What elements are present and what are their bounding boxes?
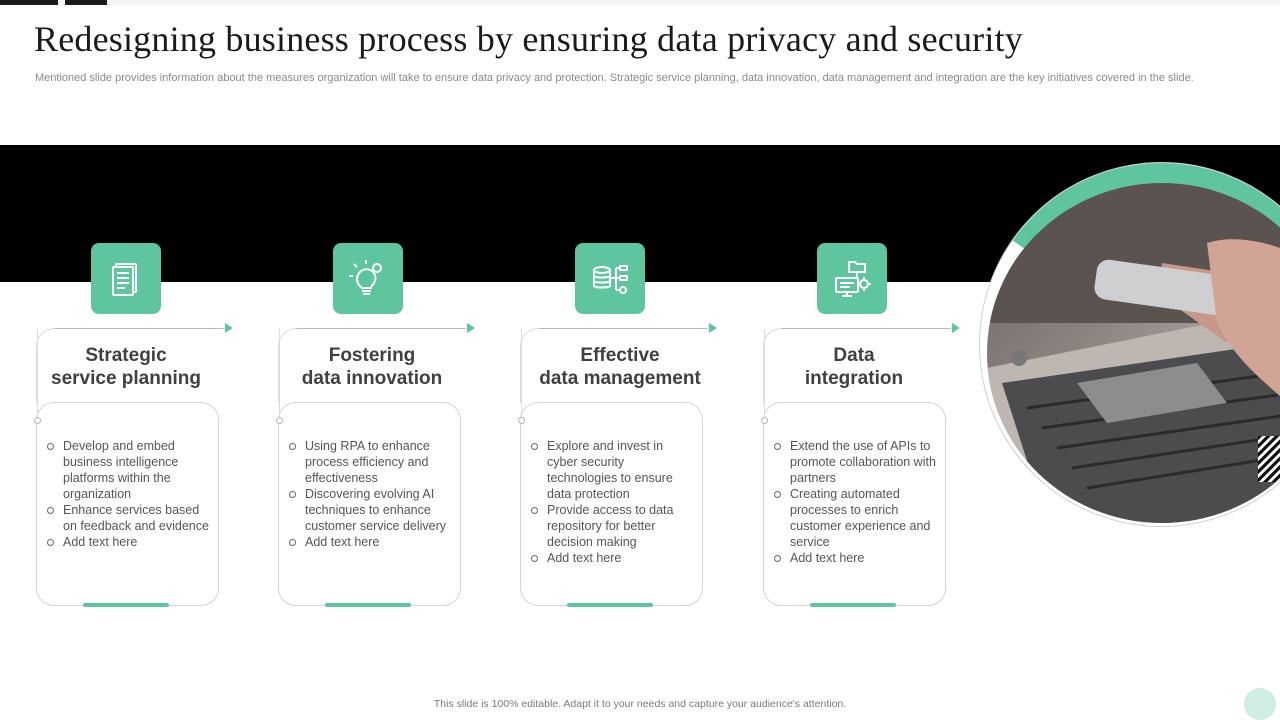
card-side-line — [521, 329, 522, 417]
bullet-list: Develop and embed business intelligence … — [47, 438, 210, 550]
footer-note: This slide is 100% editable. Adapt it to… — [433, 698, 847, 710]
card-dot — [276, 417, 283, 424]
list-item: Using RPA to enhance process efficiency … — [289, 438, 452, 486]
page-title: Redesigning business process by ensuring… — [34, 19, 1023, 59]
top-bar — [0, 0, 1280, 5]
card-title-line: Strategic — [85, 345, 167, 366]
card-title-line: service planning — [51, 368, 201, 389]
bullet-list: Using RPA to enhance process efficiency … — [289, 438, 452, 550]
arrow-icon — [467, 323, 475, 333]
database-network-icon — [575, 243, 645, 314]
arrow-icon — [952, 323, 960, 333]
card-side-line — [37, 329, 38, 417]
card-title-line: integration — [804, 368, 904, 389]
card-dot — [34, 417, 41, 424]
card-header: Effective data management — [520, 323, 717, 403]
arrow-icon — [225, 323, 233, 333]
laptop-phone-photo — [987, 183, 1280, 523]
card-header: Fostering data innovation — [278, 323, 475, 403]
list-item[interactable]: Add text here — [531, 550, 694, 566]
top-bar-segment — [65, 0, 107, 5]
list-item[interactable]: Add text here — [289, 534, 452, 550]
page-subtitle: Mentioned slide provides information abo… — [35, 72, 1194, 84]
card-title: Fostering data innovation — [283, 344, 461, 390]
accent-bar — [325, 603, 411, 607]
list-item[interactable]: Add text here — [47, 534, 210, 550]
list-item: Develop and embed business intelligence … — [47, 438, 210, 502]
list-item: Provide access to data repository for be… — [531, 502, 694, 550]
card-body: Extend the use of APIs to promote collab… — [761, 329, 946, 607]
card-header: Data integration — [763, 323, 960, 403]
arrow-icon — [709, 323, 717, 333]
card-title: Data integration — [765, 344, 943, 390]
accent-bar — [83, 603, 169, 607]
list-item: Explore and invest in cyber security tec… — [531, 438, 694, 502]
card-side-line — [764, 329, 765, 417]
document-list-icon — [91, 243, 161, 314]
accent-bar — [810, 603, 896, 607]
list-item: Discovering evolving AI techniques to en… — [289, 486, 452, 534]
bullet-list: Explore and invest in cyber security tec… — [531, 438, 694, 566]
connector-line — [782, 328, 950, 329]
list-item[interactable]: Add text here — [774, 550, 937, 566]
card-body: Develop and embed business intelligence … — [34, 329, 219, 607]
connector-line — [297, 328, 465, 329]
accent-bar — [567, 603, 653, 607]
card-dot — [761, 417, 768, 424]
card-title: Effective data management — [531, 344, 709, 390]
list-item: Extend the use of APIs to promote collab… — [774, 438, 937, 486]
card-title-line: Effective — [580, 345, 660, 366]
card-title-line: Fostering — [328, 345, 416, 366]
connector-line — [55, 328, 223, 329]
card-dot — [518, 417, 525, 424]
card-title-line: data innovation — [301, 368, 443, 389]
top-bar-segment — [0, 0, 58, 5]
card-body: Using RPA to enhance process efficiency … — [276, 329, 461, 607]
card-title: Strategic service planning — [37, 344, 215, 390]
bullet-list: Extend the use of APIs to promote collab… — [774, 438, 937, 566]
list-item: Enhance services based on feedback and e… — [47, 502, 210, 534]
card-header: Strategic service planning — [36, 323, 233, 403]
card-body: Explore and invest in cyber security tec… — [518, 329, 703, 607]
corner-decoration — [1244, 688, 1276, 720]
list-item: Creating automated processes to enrich c… — [774, 486, 937, 550]
folder-monitor-gear-icon — [817, 243, 887, 314]
card-title-line: data management — [539, 368, 701, 389]
connector-line — [539, 328, 707, 329]
card-side-line — [279, 329, 280, 417]
lightbulb-gear-icon — [333, 243, 403, 314]
card-title-line: Data — [833, 345, 875, 366]
decorative-stripe — [1258, 436, 1280, 482]
